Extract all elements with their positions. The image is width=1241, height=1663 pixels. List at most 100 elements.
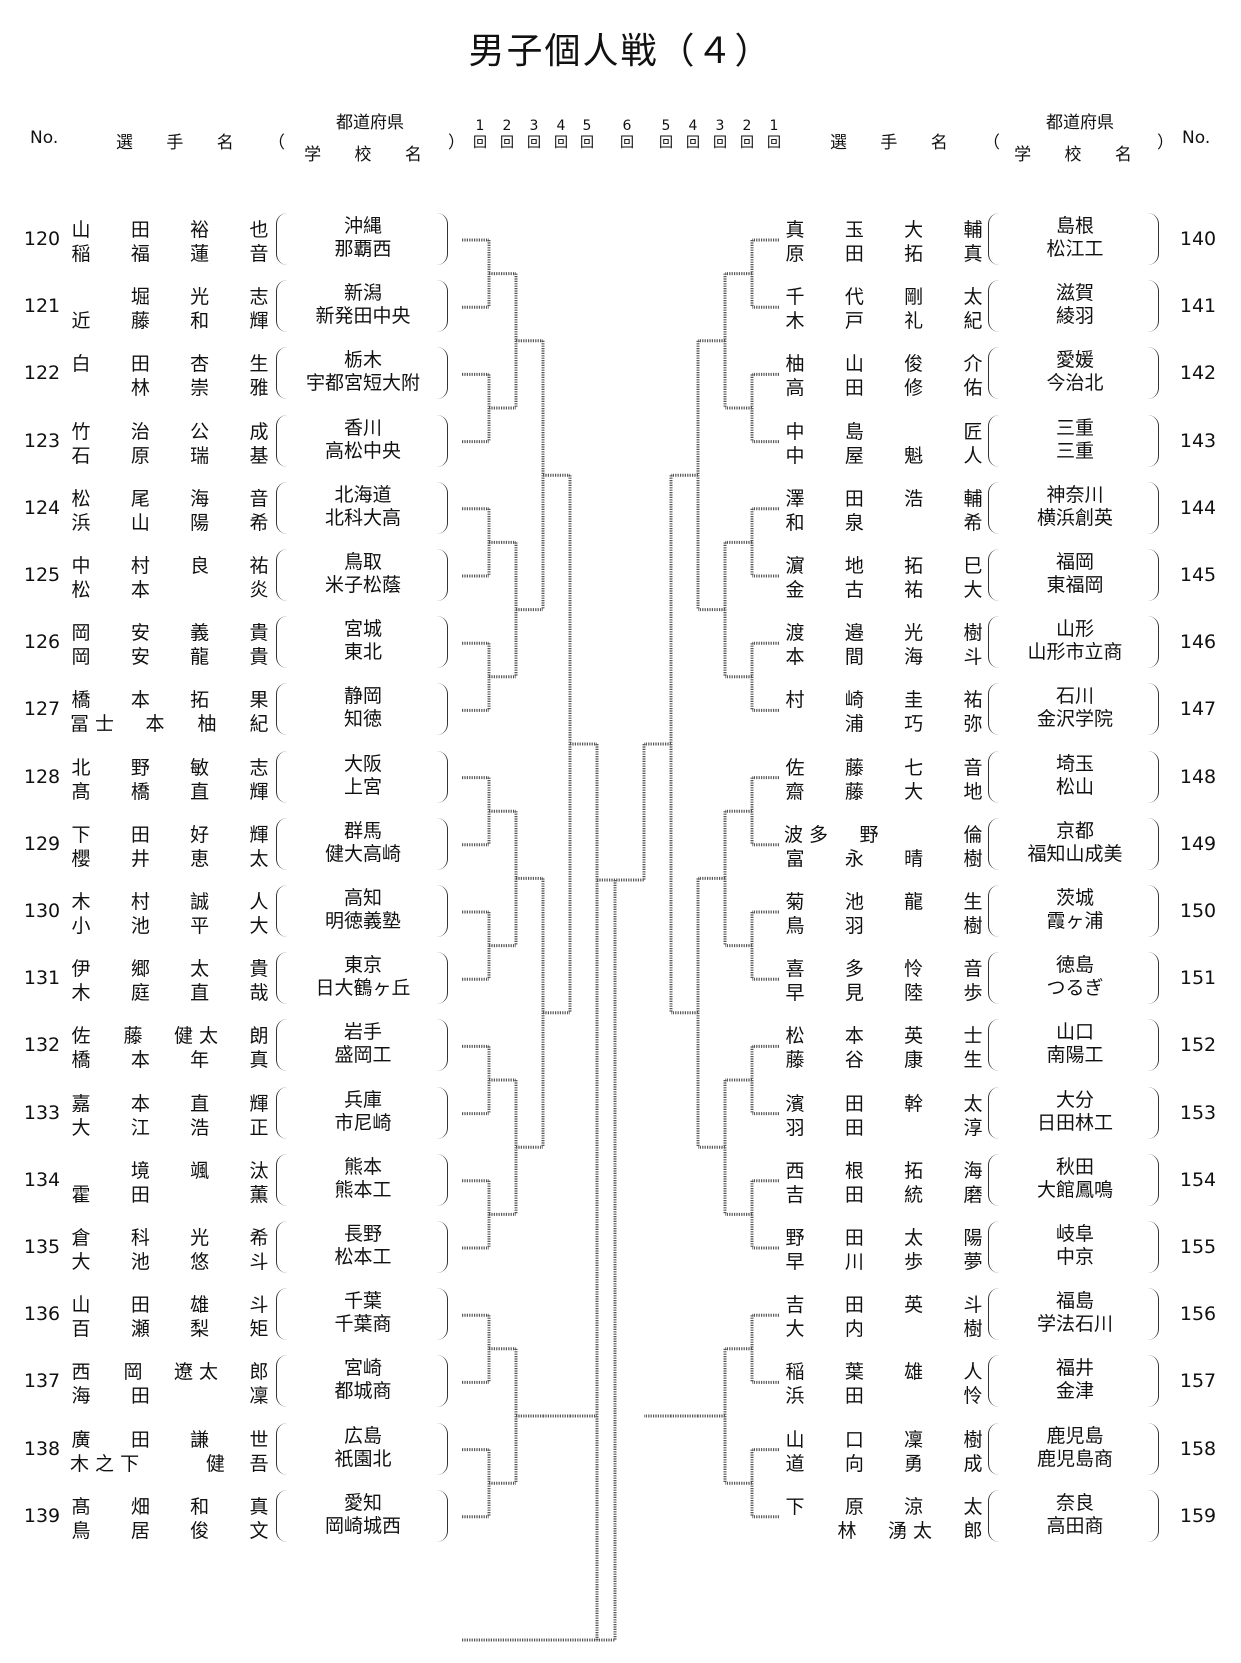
entry-number: 159: [1179, 1504, 1217, 1527]
name-char: 大: [785, 1318, 805, 1341]
close-bracket-paren: [1148, 481, 1159, 534]
entry-number: 128: [23, 765, 61, 788]
name-char: 金: [785, 579, 805, 601]
school-name: 知徳: [343, 708, 382, 731]
name-char: 本: [130, 1092, 150, 1115]
player-name-1: 松本英士: [784, 1021, 984, 1048]
name-char: 木 之 下: [70, 1452, 140, 1475]
name-char: 礼: [904, 310, 924, 333]
name-char: 崎: [844, 689, 864, 712]
open-bracket-paren: [276, 1221, 287, 1273]
prefecture: 京都: [1055, 819, 1094, 842]
name-char: 安: [130, 646, 150, 669]
close-bracket-paren: [437, 280, 448, 333]
entry-number: 143: [1179, 429, 1217, 452]
player-name-2: 岡安龍貴: [70, 642, 270, 669]
name-char: 汰: [249, 1159, 269, 1182]
school-name: 松山: [1055, 775, 1094, 798]
prefecture: 神奈川: [1046, 483, 1104, 506]
prefecture: 島根: [1055, 215, 1094, 237]
school-name: 市尼崎: [334, 1111, 392, 1134]
name-char: 本: [130, 1049, 150, 1072]
name-char: 藤: [844, 756, 864, 779]
player-name-2: 大江浩正: [70, 1113, 270, 1139]
name-char: 本: [130, 689, 150, 712]
school-name: 松本工: [334, 1246, 392, 1268]
close-bracket-paren: [437, 1086, 448, 1139]
player-name-1: 伊郷太貴: [70, 954, 270, 981]
entry-number: 129: [23, 832, 61, 855]
name-char: 藤: [123, 1025, 143, 1048]
close-bracket-paren: [437, 817, 448, 870]
name-char: 玉: [844, 219, 864, 241]
name-char: 柚: [197, 713, 217, 736]
prefecture: 山形: [1055, 618, 1094, 641]
name-char: 淳: [963, 1116, 983, 1139]
open-bracket-paren: [988, 1355, 999, 1408]
entry-number: 144: [1179, 496, 1217, 519]
name-char: 鳥: [785, 915, 805, 937]
open-bracket-paren: [276, 1086, 287, 1139]
name-char: 池: [130, 915, 150, 937]
open-bracket-paren: [988, 817, 999, 870]
name-char: 多: [844, 958, 864, 981]
prefecture: 宮崎: [343, 1357, 382, 1380]
name-char: 陽: [190, 511, 210, 534]
name-char: 齋: [785, 780, 805, 803]
entry-number: 153: [1179, 1101, 1217, 1124]
player-name-1: 廣田謙世: [70, 1425, 270, 1451]
prefecture: 愛媛: [1055, 349, 1094, 372]
prefecture: 秋田: [1055, 1155, 1094, 1178]
player-name-1: 澤田浩輔: [784, 484, 984, 510]
player-name-1: 嘉本直輝: [70, 1089, 270, 1115]
name-char: 戸: [844, 310, 864, 333]
school-name: つるぎ: [1046, 977, 1104, 1000]
name-char: 治: [130, 420, 150, 443]
header-no-left: No.: [30, 128, 59, 148]
school-name: 松江工: [1046, 238, 1104, 260]
name-char: 太: [963, 1495, 983, 1518]
name-char: 竹: [71, 420, 91, 443]
name-char: 田: [844, 243, 864, 265]
player-name-2: 木庭直哉: [70, 978, 270, 1005]
player-name-2: 中屋魁人: [784, 441, 984, 467]
name-char: 哉: [249, 982, 269, 1005]
player-name-1: 西岡遼 太郎: [70, 1357, 270, 1383]
name-char: 貴: [249, 958, 269, 981]
name-char: 魁: [904, 444, 924, 467]
school-name: 那覇西: [334, 238, 392, 260]
name-char: 木: [71, 982, 91, 1005]
prefecture: 愛知: [343, 1491, 382, 1514]
name-char: 向: [844, 1452, 864, 1475]
entry-number: 123: [23, 429, 61, 452]
name-char: 成: [963, 1452, 983, 1475]
name-char: 文: [249, 1519, 269, 1542]
name-char: 松: [785, 1025, 805, 1048]
name-char: 北: [71, 756, 91, 779]
school-name: 上宮: [343, 775, 382, 798]
name-char: 田: [844, 1294, 864, 1317]
name-char: 柚: [785, 353, 805, 376]
name-char: 浩: [904, 487, 924, 510]
player-name-2: 和泉希: [784, 508, 984, 534]
player-name-1: 濱田幹太: [784, 1089, 984, 1115]
name-char: 雄: [904, 1361, 924, 1384]
player-name-2: 近藤和輝: [70, 306, 270, 332]
name-char: 田: [844, 1385, 864, 1408]
player-name-2: 冨 士本柚紀: [70, 709, 270, 736]
name-char: 生: [963, 891, 983, 913]
entry-number: 125: [23, 564, 61, 586]
header-open-paren-right: （: [983, 133, 1000, 153]
open-bracket-paren: [276, 280, 287, 333]
name-char: 松: [71, 579, 91, 601]
open-bracket-paren: [988, 347, 999, 400]
player-name-1: 渡邉光樹: [784, 618, 984, 644]
player-name-1: 山田雄斗: [70, 1290, 270, 1316]
name-char: 斗: [963, 646, 983, 669]
name-char: 炎: [249, 579, 269, 601]
name-char: 音: [963, 756, 983, 779]
entry-number: 121: [23, 295, 61, 318]
